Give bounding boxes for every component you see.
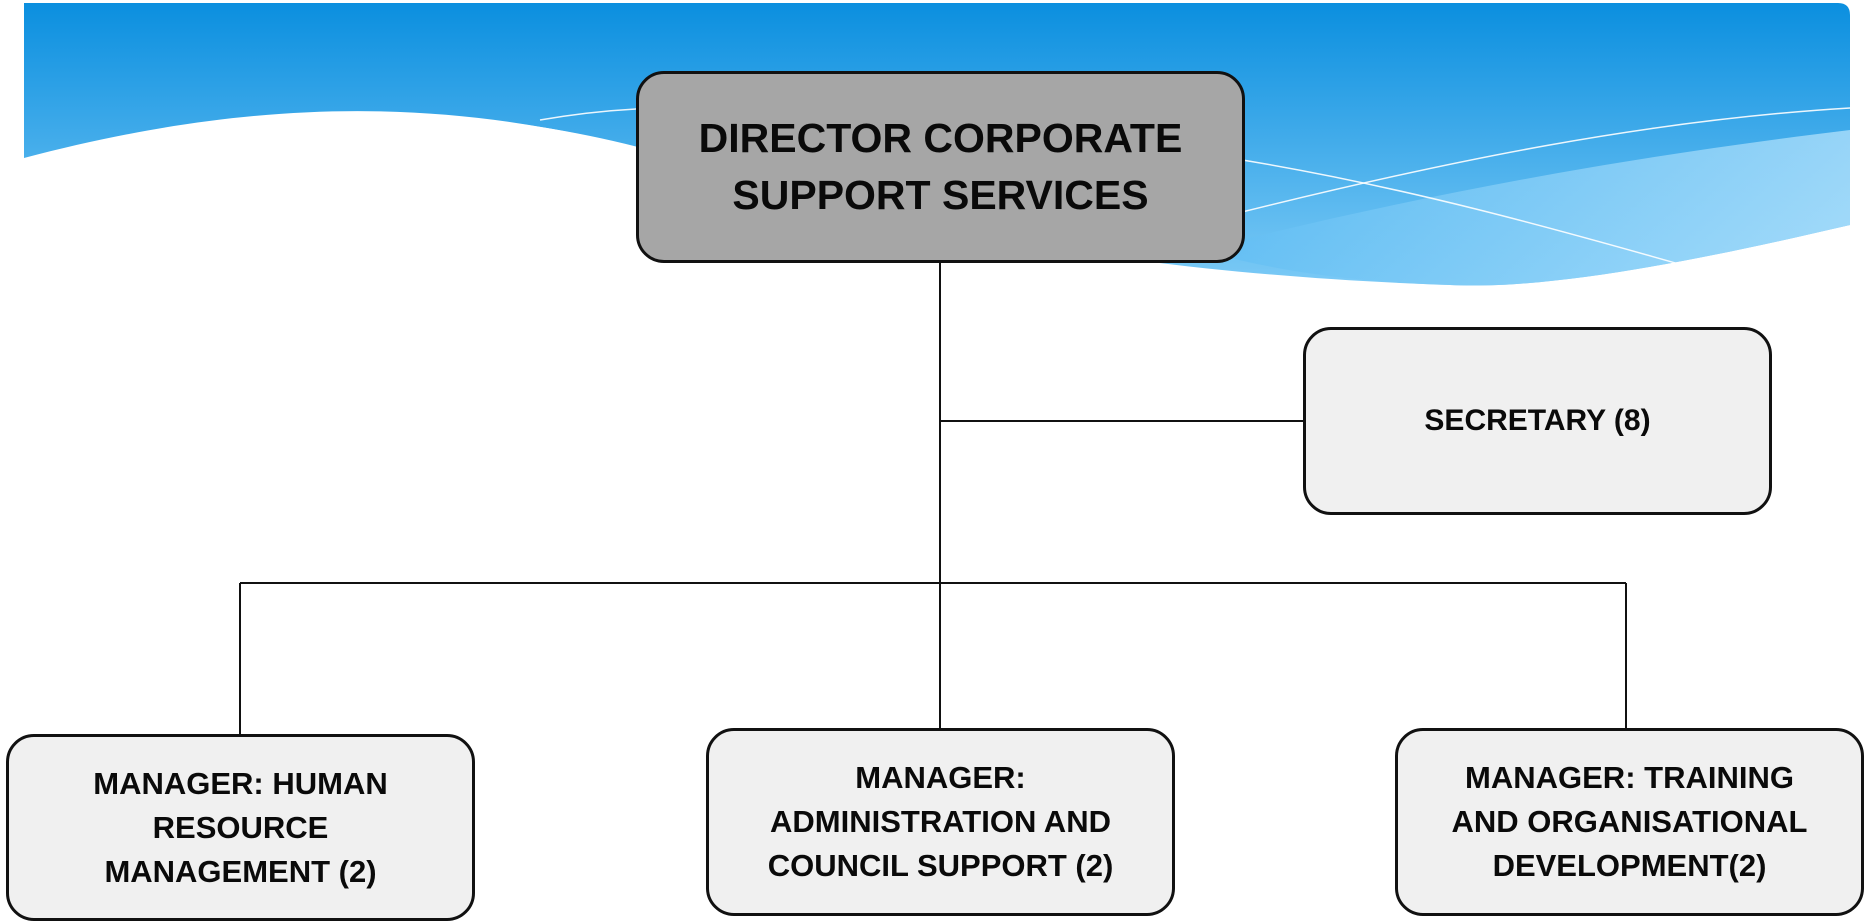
banner-wave [1200, 130, 1850, 286]
banner-line [1229, 157, 1701, 271]
secretary-label: SECRETARY (8) [1424, 404, 1651, 437]
manager-training-box: MANAGER: TRAINING AND ORGANISATIONAL DEV… [1395, 728, 1864, 916]
banner-cutout [0, 113, 700, 280]
manager-hr-label: MANAGER: HUMAN RESOURCE MANAGEMENT (2) [93, 765, 388, 889]
manager-admin-label: MANAGER: ADMINISTRATION AND COUNCIL SUPP… [767, 760, 1114, 883]
manager-hr-box: MANAGER: HUMAN RESOURCE MANAGEMENT (2) [6, 734, 475, 921]
manager-training-label: MANAGER: TRAINING AND ORGANISATIONAL DEV… [1451, 760, 1808, 883]
manager-admin-box: MANAGER: ADMINISTRATION AND COUNCIL SUPP… [706, 728, 1175, 916]
director-box: DIRECTOR CORPORATE SUPPORT SERVICES [636, 71, 1245, 263]
secretary-box: SECRETARY (8) [1303, 327, 1772, 515]
director-label: DIRECTOR CORPORATE SUPPORT SERVICES [698, 115, 1183, 218]
banner-line [1229, 107, 1851, 216]
